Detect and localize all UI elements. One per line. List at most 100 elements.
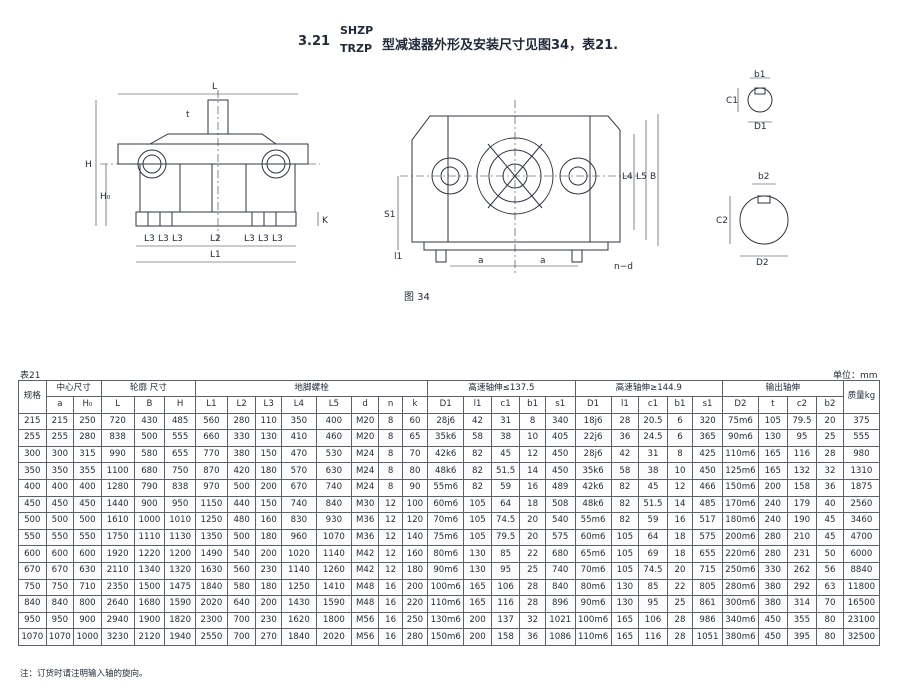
sub-header-cell: L5 bbox=[315, 396, 352, 414]
table-cell: 200m6 bbox=[721, 528, 759, 547]
table-cell: 1200 bbox=[164, 545, 197, 563]
table-cell: 28 bbox=[816, 445, 844, 464]
table-cell: 425 bbox=[692, 445, 723, 464]
table-cell: 6000 bbox=[842, 545, 881, 563]
table-cell: 1820 bbox=[164, 611, 197, 630]
table-cell: 50 bbox=[816, 545, 844, 563]
table-cell: 125m6 bbox=[721, 462, 759, 480]
sub-header-cell: l1 bbox=[610, 396, 640, 414]
table-cell: 770 bbox=[195, 445, 228, 464]
dim-label-nd: n−d bbox=[614, 262, 633, 272]
table-cell: 18 bbox=[666, 545, 694, 563]
sub-header-cell: b1 bbox=[666, 396, 694, 414]
header-hs-shaft-small: 高速轴伸≤137.5 bbox=[427, 380, 576, 397]
table-cell: 292 bbox=[786, 578, 818, 597]
table-cell: 1680 bbox=[133, 595, 166, 613]
table-cell: 105 bbox=[463, 528, 492, 547]
table-cell: 8840 bbox=[842, 561, 881, 580]
table-cell: 116 bbox=[490, 595, 521, 613]
table-cell: 240 bbox=[757, 495, 788, 514]
table-cell: 25 bbox=[816, 429, 844, 447]
table-cell: 1350 bbox=[195, 528, 228, 547]
table-cell: 82 bbox=[610, 512, 640, 530]
spec-cell: 670 bbox=[18, 561, 47, 580]
table-cell: 28 bbox=[666, 628, 694, 646]
table-cell: 800 bbox=[73, 595, 102, 613]
table-cell: 200 bbox=[463, 628, 492, 646]
table-cell: 450 bbox=[757, 628, 788, 646]
table-cell: 18j6 bbox=[574, 412, 612, 431]
table-cell: 32 bbox=[816, 462, 844, 480]
sub-header-cell: a bbox=[45, 396, 75, 414]
table-cell: 82 bbox=[610, 478, 640, 497]
table-cell: 280m6 bbox=[721, 578, 759, 597]
table-cell: 180m6 bbox=[721, 512, 759, 530]
table-cell: 22 bbox=[666, 578, 694, 597]
table-cell: 1110 bbox=[133, 528, 166, 547]
dim-label-L2: L2 bbox=[210, 234, 221, 244]
header-hs-shaft-large: 高速轴伸≥144.9 bbox=[574, 380, 723, 397]
dim-label-D1: D1 bbox=[754, 122, 767, 132]
table-cell: 1220 bbox=[133, 545, 166, 563]
table-cell: 405 bbox=[544, 429, 576, 447]
table-cell: 180 bbox=[255, 528, 282, 547]
table-cell: 960 bbox=[280, 528, 317, 547]
table-cell: 12 bbox=[666, 478, 694, 497]
table-cell: 165 bbox=[463, 595, 492, 613]
table-cell: 380 bbox=[226, 445, 257, 464]
table-cell: 355 bbox=[73, 462, 102, 480]
table-cell: 1840 bbox=[280, 628, 317, 646]
table-cell: 410 bbox=[280, 429, 317, 447]
table-cell: 986 bbox=[692, 611, 723, 630]
table-cell: 1020 bbox=[280, 545, 317, 563]
table-cell: 90m6 bbox=[721, 429, 759, 447]
table-cell: 110m6 bbox=[574, 628, 612, 646]
table-cell: 600 bbox=[45, 545, 75, 563]
front-view-drawing bbox=[95, 90, 320, 263]
table-cell: 1475 bbox=[164, 578, 197, 597]
table-cell: 1070 bbox=[45, 628, 75, 646]
table-cell: 65m6 bbox=[574, 545, 612, 563]
table-cell: 861 bbox=[692, 595, 723, 613]
table-cell: 12 bbox=[378, 528, 403, 547]
spec-cell: 950 bbox=[18, 611, 47, 630]
table-cell: 460 bbox=[315, 429, 352, 447]
table-cell: 180 bbox=[255, 462, 282, 480]
sub-header-cell: s1 bbox=[692, 396, 723, 414]
sub-header-cell: b2 bbox=[816, 396, 844, 414]
table-cell: 32 bbox=[519, 611, 546, 630]
table-cell: 1800 bbox=[315, 611, 352, 630]
table-cell: 150 bbox=[255, 495, 282, 514]
table-cell: 160 bbox=[401, 545, 429, 563]
figure-34-drawing bbox=[95, 77, 789, 276]
table-cell: 158 bbox=[490, 628, 521, 646]
table-cell: 82 bbox=[610, 495, 640, 514]
table-cell: 280 bbox=[401, 628, 429, 646]
table-cell: 2020 bbox=[315, 628, 352, 646]
table-cell: 1100 bbox=[100, 462, 135, 480]
table-cell: 38 bbox=[638, 462, 668, 480]
table-cell: 250m6 bbox=[721, 561, 759, 580]
sub-header-cell: L3 bbox=[255, 396, 282, 414]
table-cell: 950 bbox=[164, 495, 197, 514]
table-cell: 231 bbox=[786, 545, 818, 563]
sub-header-cell: l1 bbox=[463, 396, 492, 414]
table-cell: 2640 bbox=[100, 595, 135, 613]
sub-header-cell: D1 bbox=[574, 396, 612, 414]
table-cell: 12 bbox=[378, 561, 403, 580]
table-cell: 64 bbox=[638, 528, 668, 547]
table-cell: M24 bbox=[350, 478, 380, 497]
table-cell: 24.5 bbox=[638, 429, 668, 447]
table-cell: 466 bbox=[692, 478, 723, 497]
header-center-size: 中心尺寸 bbox=[45, 380, 102, 397]
table-cell: 60m6 bbox=[427, 495, 465, 514]
table-cell: 1900 bbox=[133, 611, 166, 630]
table-cell: 1140 bbox=[280, 561, 317, 580]
table-cell: 1840 bbox=[195, 578, 228, 597]
table-cell: 1010 bbox=[164, 512, 197, 530]
table-cell: 36 bbox=[816, 478, 844, 497]
table-cell: 16 bbox=[378, 595, 403, 613]
